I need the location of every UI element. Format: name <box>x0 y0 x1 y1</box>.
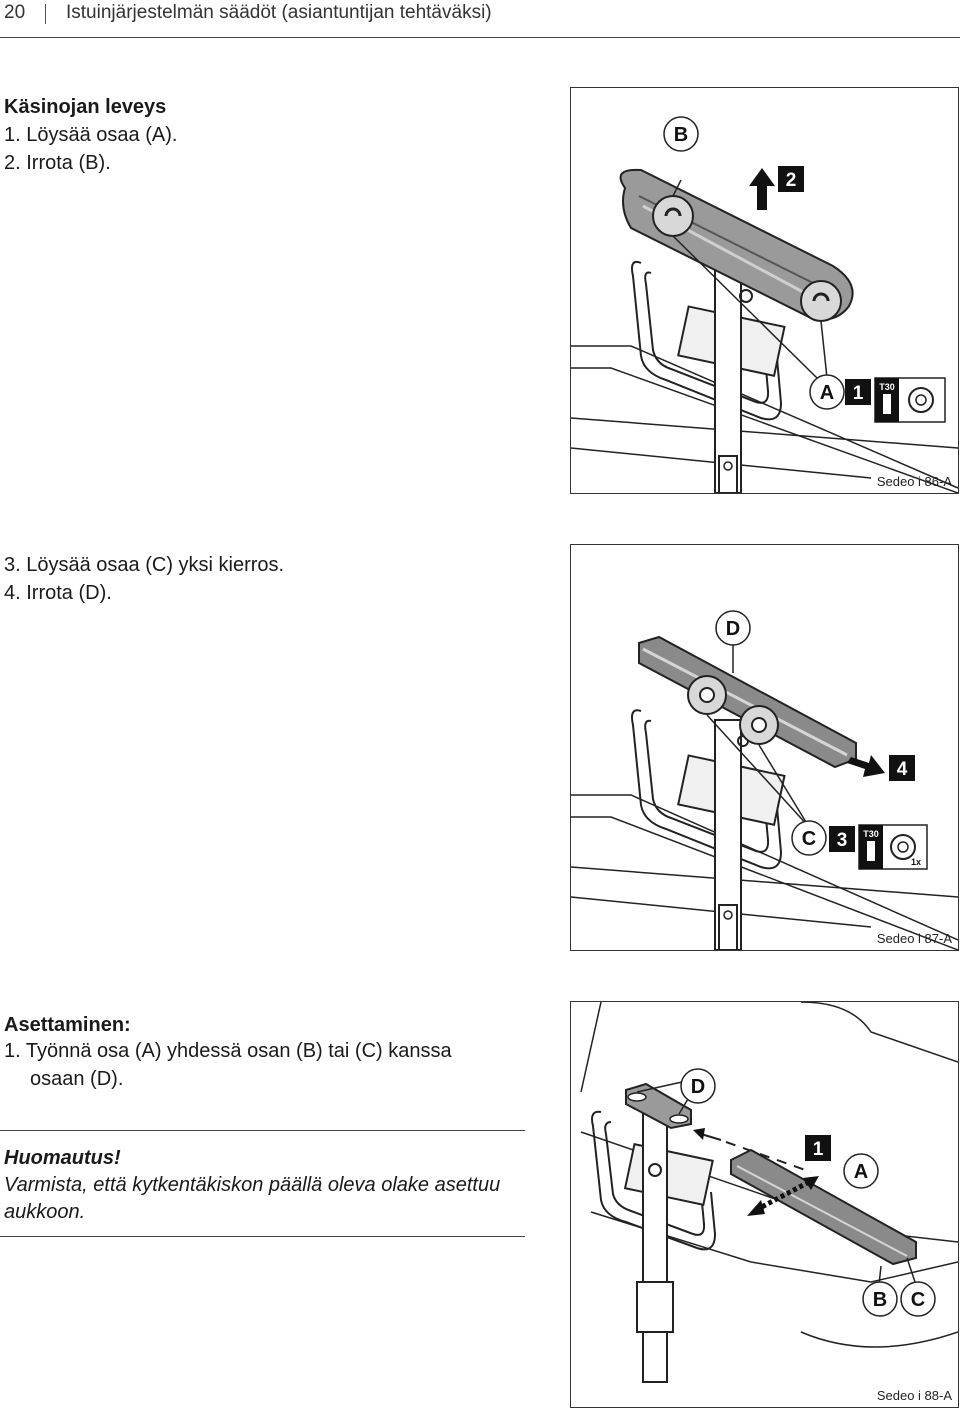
figure-caption: Sedeo i 88-A <box>876 1388 952 1403</box>
step-1-text: 1. Löysää osaa (A). <box>4 124 178 146</box>
install-step-1-line2: osaan (D). <box>30 1068 124 1090</box>
figure-caption: Sedeo i 86-A <box>876 474 952 489</box>
step-4-badge: 4 <box>897 759 908 780</box>
label-c: C <box>802 828 816 850</box>
page-header: 20 Istuinjärjestelmän säädöt (asiantunti… <box>0 0 960 44</box>
figure-rail-installation: D 1 A B C Sedeo i 88-A <box>570 1001 959 1408</box>
install-step-1-line1: 1. Työnnä osa (A) yhdessä osan (B) tai (… <box>4 1040 452 1062</box>
header-separator <box>45 4 46 24</box>
armrest-illustration: B 2 A 1 T30 <box>571 116 958 493</box>
tool-t30-label: T30 <box>879 382 895 392</box>
label-b: B <box>873 1289 887 1311</box>
figure-rail-removal: D 4 C 3 T30 1x Sedeo i 87-A <box>570 544 959 951</box>
figure-caption: Sedeo i 87-A <box>876 931 952 946</box>
section-heading-armrest-width: Käsinojan leveys <box>4 96 167 118</box>
note-bottom-rule <box>0 1236 525 1237</box>
label-a: A <box>820 382 834 404</box>
note-top-rule <box>0 1130 525 1131</box>
section-heading-installation: Asettaminen: <box>4 1014 131 1036</box>
rail-illustration: D 4 C 3 T30 1x <box>571 610 958 950</box>
step-3-badge: 3 <box>837 830 848 851</box>
turns-label: 1x <box>911 857 921 867</box>
tool-t30-label: T30 <box>863 829 879 839</box>
page-number: 20 <box>4 2 26 23</box>
chapter-title: Istuinjärjestelmän säädöt (asiantuntijan… <box>66 2 492 23</box>
step-2-text: 2. Irrota (B). <box>4 152 111 174</box>
label-d: D <box>691 1076 705 1098</box>
step-2-badge: 2 <box>786 170 797 191</box>
header-rule <box>0 37 960 38</box>
note-text-line1: Varmista, että kytkentäkiskon päällä ole… <box>4 1174 501 1196</box>
label-d: D <box>726 618 740 640</box>
step-1-badge: 1 <box>813 1139 824 1160</box>
figure-armrest-removal: B 2 A 1 T30 Sedeo i 86-A <box>570 87 959 494</box>
step-1-badge: 1 <box>853 383 864 404</box>
step-3-text: 3. Löysää osaa (C) yksi kierros. <box>4 554 285 576</box>
step-4-text: 4. Irrota (D). <box>4 582 112 604</box>
note-text-line2: aukkoon. <box>4 1201 86 1223</box>
installation-illustration: D 1 A B C <box>580 1002 958 1383</box>
label-a: A <box>854 1161 868 1183</box>
label-b: B <box>674 124 688 146</box>
label-c: C <box>911 1289 925 1311</box>
note-title: Huomautus! <box>4 1147 121 1169</box>
